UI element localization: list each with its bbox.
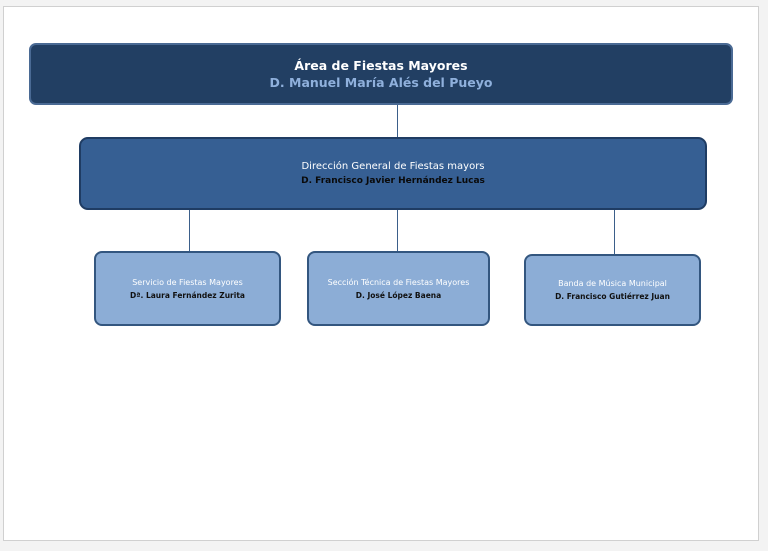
org-node-servicio-fiestas: Servicio de Fiestas Mayores Dª. Laura Fe… bbox=[94, 251, 281, 326]
org-node-title: Sección Técnica de Fiestas Mayores bbox=[327, 277, 470, 287]
org-node-person: D. Francisco Gutiérrez Juan bbox=[555, 292, 670, 301]
org-node-title: Dirección General de Fiestas mayors bbox=[301, 160, 485, 172]
org-node-area-fiestas-mayores: Área de Fiestas Mayores D. Manuel María … bbox=[29, 43, 733, 105]
org-node-seccion-tecnica: Sección Técnica de Fiestas Mayores D. Jo… bbox=[307, 251, 490, 326]
document-page: Área de Fiestas Mayores D. Manuel María … bbox=[3, 6, 759, 541]
connector-top-middle bbox=[397, 105, 398, 137]
org-node-person: D. José López Baena bbox=[355, 290, 442, 300]
org-node-person: D. Francisco Javier Hernández Lucas bbox=[301, 175, 485, 186]
connector-middle-unit-3 bbox=[614, 210, 615, 254]
org-node-person: D. Manuel María Alés del Pueyo bbox=[269, 75, 493, 90]
org-node-direccion-general: Dirección General de Fiestas mayors D. F… bbox=[79, 137, 707, 210]
connector-middle-unit-2 bbox=[397, 210, 398, 251]
org-node-title: Área de Fiestas Mayores bbox=[294, 58, 468, 73]
org-node-banda-musica: Banda de Música Municipal D. Francisco G… bbox=[524, 254, 701, 326]
connector-middle-unit-1 bbox=[189, 210, 190, 251]
org-node-title: Banda de Música Municipal bbox=[558, 279, 667, 288]
org-node-person: Dª. Laura Fernández Zurita bbox=[130, 290, 245, 300]
org-node-title: Servicio de Fiestas Mayores bbox=[132, 277, 243, 287]
